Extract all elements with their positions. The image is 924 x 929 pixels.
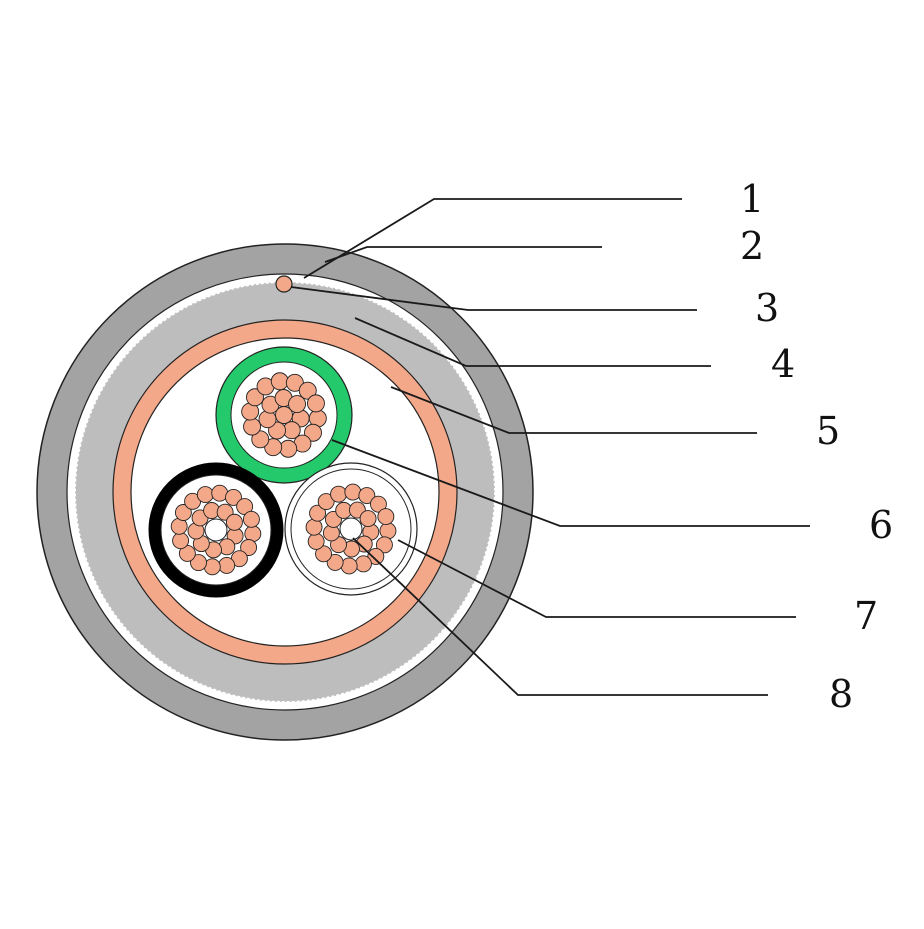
leader-line-7 bbox=[397, 539, 796, 618]
copper-strand bbox=[196, 486, 214, 504]
copper-strand bbox=[330, 485, 348, 503]
callout-7: 7 bbox=[854, 594, 878, 638]
copper-strand bbox=[218, 556, 236, 574]
copper-strand bbox=[288, 395, 306, 414]
leader-line-3 bbox=[290, 286, 697, 311]
copper-strand bbox=[242, 510, 260, 528]
copper-strand bbox=[375, 536, 393, 554]
white-core-strands bbox=[305, 483, 397, 575]
copper-strand bbox=[317, 493, 335, 511]
copper-strand bbox=[264, 438, 283, 457]
copper-strand bbox=[307, 394, 325, 413]
copper-strand bbox=[240, 539, 258, 556]
drain-wire bbox=[275, 275, 293, 293]
copper-strand bbox=[304, 423, 322, 442]
callout-3: 3 bbox=[755, 286, 779, 330]
callout-5: 5 bbox=[816, 409, 840, 453]
copper-strand bbox=[379, 522, 397, 540]
core-black bbox=[148, 462, 284, 598]
leader-line-1 bbox=[303, 198, 682, 279]
green-core-strands bbox=[241, 372, 327, 458]
callout-6: 6 bbox=[869, 503, 893, 547]
copper-strand bbox=[307, 532, 325, 550]
leader-line-4 bbox=[354, 317, 711, 367]
inner-grey-layer-outline bbox=[74, 281, 496, 703]
white-core-center bbox=[339, 517, 363, 541]
leader-line-2 bbox=[324, 246, 602, 263]
copper-strand bbox=[340, 557, 358, 575]
copper-strand bbox=[369, 495, 387, 513]
callout-1: 1 bbox=[740, 177, 764, 221]
copper-strand bbox=[367, 547, 385, 565]
callout-2: 2 bbox=[740, 224, 764, 268]
copper-strand bbox=[309, 504, 327, 522]
copper-strand bbox=[225, 488, 242, 506]
copper-strand bbox=[251, 430, 270, 449]
core-white bbox=[284, 462, 418, 596]
copper-strand bbox=[258, 410, 277, 429]
copper-strand bbox=[225, 513, 243, 531]
copper-strand bbox=[279, 439, 298, 458]
black-core-center bbox=[204, 518, 228, 542]
black-core-strands bbox=[170, 484, 262, 576]
copper-strand bbox=[377, 508, 395, 526]
leader-lines bbox=[290, 198, 810, 696]
core-green bbox=[215, 346, 353, 484]
leader-line-8 bbox=[352, 537, 768, 696]
leader-line-5 bbox=[390, 386, 757, 434]
white-insulation-inner bbox=[290, 468, 412, 590]
callout-8: 8 bbox=[829, 672, 853, 716]
copper-strand bbox=[354, 555, 372, 573]
callout-4: 4 bbox=[771, 342, 795, 386]
copper-strand bbox=[285, 373, 304, 392]
copper-strand bbox=[359, 510, 377, 528]
copper-strand bbox=[305, 518, 323, 536]
copper-strand bbox=[190, 554, 207, 572]
copper-strand bbox=[344, 483, 362, 501]
copper-strand bbox=[172, 532, 190, 550]
copper-strand bbox=[243, 417, 262, 436]
leader-line-6 bbox=[331, 439, 810, 527]
copper-strand bbox=[298, 381, 317, 400]
copper-strand bbox=[246, 388, 264, 407]
copper-strand bbox=[270, 372, 289, 391]
copper-strand bbox=[358, 487, 376, 505]
copper-strand bbox=[326, 553, 344, 571]
copper-strand bbox=[315, 545, 333, 563]
copper-strand bbox=[174, 504, 192, 521]
